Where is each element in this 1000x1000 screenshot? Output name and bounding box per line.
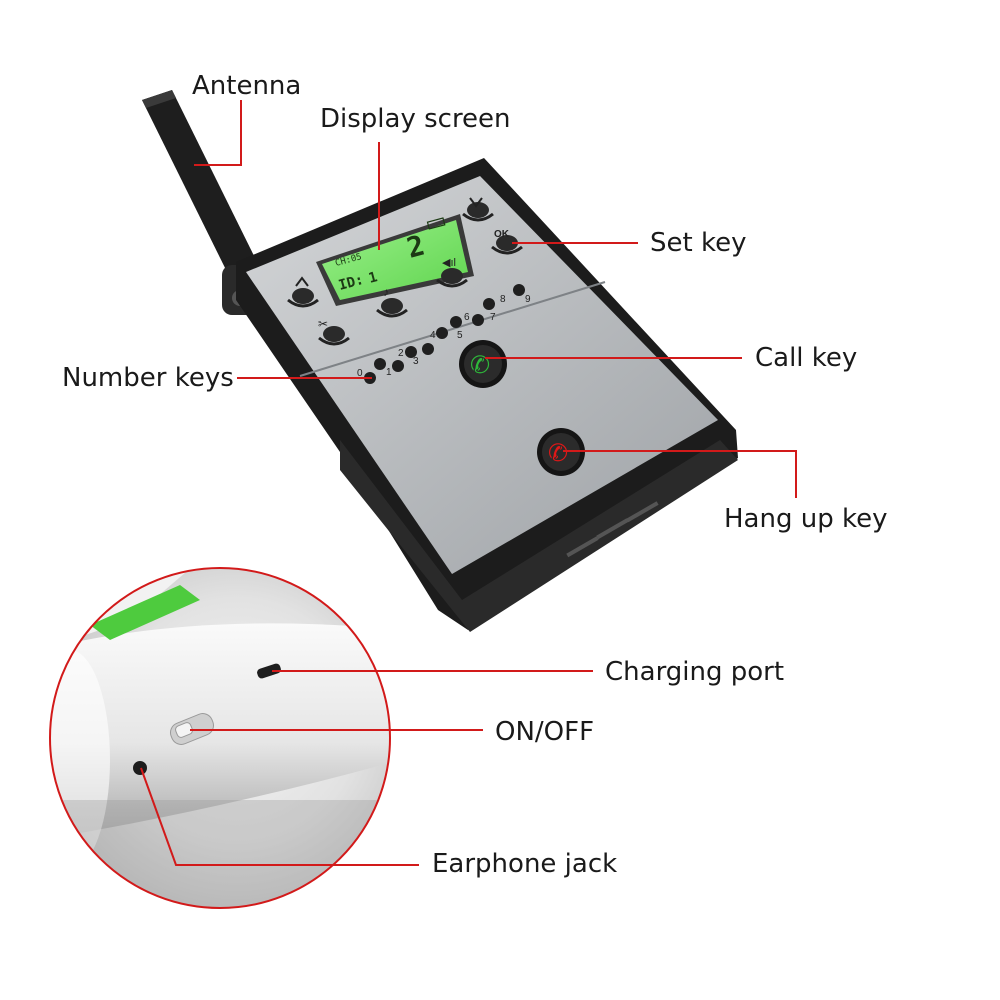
callout-earphone-jack: Earphone jack bbox=[432, 849, 618, 879]
phone-red-icon: ✆ bbox=[548, 440, 568, 467]
number-key-2[interactable]: 2 bbox=[392, 348, 404, 372]
leader-hangup bbox=[563, 450, 797, 498]
svg-text:◀ıl: ◀ıl bbox=[442, 257, 456, 269]
display-screen: CH:05 ID: 1 2 bbox=[316, 214, 474, 306]
callout-charging-port: Charging port bbox=[605, 657, 785, 687]
svg-text:0: 0 bbox=[357, 368, 363, 379]
leader-earphone bbox=[140, 767, 419, 866]
lcd-battery-icon bbox=[426, 217, 446, 230]
ok-label: OK bbox=[494, 229, 510, 240]
menu-up-key[interactable] bbox=[287, 276, 319, 308]
set-key-ok[interactable]: OK bbox=[491, 229, 523, 255]
music-key[interactable]: ♪ bbox=[376, 285, 408, 318]
number-key-8[interactable]: 8 bbox=[483, 294, 506, 310]
charging-port[interactable] bbox=[256, 663, 282, 680]
svg-text:5: 5 bbox=[457, 330, 463, 341]
callout-hang-up-key: Hang up key bbox=[724, 504, 888, 534]
callout-number-keys: Number keys bbox=[62, 363, 234, 393]
svg-text:3: 3 bbox=[413, 356, 419, 367]
svg-text:♪: ♪ bbox=[383, 285, 389, 299]
speaker-key[interactable]: ◀ıl bbox=[436, 257, 468, 288]
lcd-id-value: 1 bbox=[367, 269, 379, 287]
hang-up-key[interactable]: ✆ bbox=[537, 428, 585, 476]
svg-text:8: 8 bbox=[500, 294, 506, 305]
svg-text:2: 2 bbox=[398, 348, 404, 359]
callout-call-key: Call key bbox=[755, 343, 858, 373]
svg-text:6: 6 bbox=[464, 312, 470, 323]
phone-green-icon: ✆ bbox=[470, 352, 490, 379]
number-key-5[interactable]: 5 bbox=[436, 327, 463, 341]
leader-antenna bbox=[194, 100, 242, 166]
number-key-1[interactable]: 1 bbox=[374, 358, 392, 378]
svg-text:9: 9 bbox=[525, 294, 531, 305]
svg-text:7: 7 bbox=[490, 312, 496, 323]
function-keys: OK ♪ ◀ıl ✂ bbox=[287, 197, 523, 346]
number-key-4[interactable]: 4 bbox=[422, 330, 436, 355]
svg-text:✂: ✂ bbox=[318, 317, 328, 331]
earphone-jack[interactable] bbox=[133, 761, 147, 775]
call-key[interactable]: ✆ bbox=[459, 340, 507, 388]
device-body bbox=[142, 90, 738, 632]
settings-key[interactable]: ✂ bbox=[318, 317, 350, 346]
callout-set-key: Set key bbox=[650, 228, 747, 258]
callout-antenna: Antenna bbox=[192, 71, 302, 101]
number-keys: 0 1 2 3 4 5 6 7 8 9 bbox=[357, 284, 531, 384]
number-key-6[interactable]: 6 bbox=[450, 312, 470, 328]
number-key-9[interactable]: 9 bbox=[513, 284, 531, 305]
volume-up-key[interactable] bbox=[462, 197, 494, 222]
number-key-7[interactable]: 7 bbox=[472, 312, 496, 326]
lcd-id-label: ID: bbox=[337, 272, 366, 294]
svg-text:4: 4 bbox=[430, 330, 436, 341]
number-key-3[interactable]: 3 bbox=[405, 346, 419, 367]
leader-lines bbox=[140, 100, 797, 866]
callout-on-off: ON/OFF bbox=[495, 717, 595, 747]
svg-text:1: 1 bbox=[386, 367, 392, 378]
callout-display-screen: Display screen bbox=[320, 104, 511, 134]
